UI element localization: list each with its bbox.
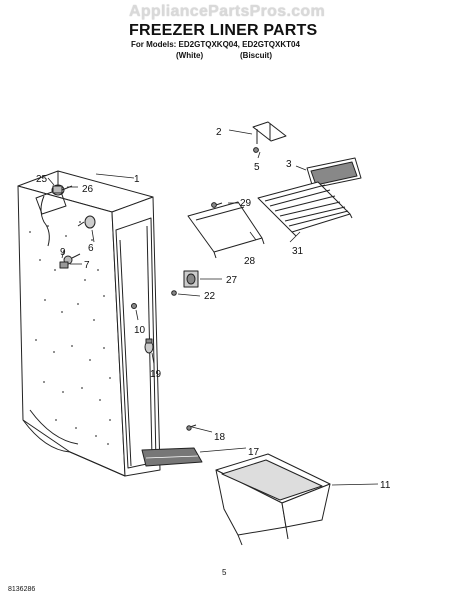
screw-22 [171, 290, 177, 296]
callout-2: 2 [216, 127, 222, 138]
callout-22: 22 [204, 291, 216, 302]
callout-10: 10 [134, 325, 146, 336]
screw-29 [211, 202, 223, 208]
callout-31: 31 [292, 246, 304, 257]
light-bulb-19 [144, 338, 154, 354]
shelf-bracket-2 [252, 121, 287, 153]
freezer-liner [17, 170, 161, 477]
light-switch-27 [183, 270, 199, 288]
watermark: AppliancePartsPros.com [129, 3, 325, 20]
damper-part [77, 215, 96, 229]
thermostat-parts [59, 253, 81, 269]
callout-5: 5 [254, 162, 260, 173]
callout-26: 26 [82, 184, 94, 195]
screw-18 [186, 424, 197, 431]
callout-labels: 1 2 3 5 6 7 9 10 11 17 18 19 22 25 26 27… [36, 127, 391, 491]
callout-17: 17 [248, 447, 260, 458]
callout-1: 1 [134, 174, 140, 185]
shelf-rail-28 [187, 201, 265, 259]
document-code: 8136286 [8, 586, 36, 593]
wire-shelf-31 [257, 181, 353, 237]
screw-10 [131, 303, 137, 309]
ice-bin-11 [215, 453, 331, 546]
variant-white: (White) [176, 51, 204, 60]
panel-3 [306, 157, 362, 189]
callout-19: 19 [150, 369, 162, 380]
kick-plate-17 [141, 447, 203, 467]
page-title: FREEZER LINER PARTS [129, 22, 318, 39]
callout-28: 28 [244, 256, 256, 267]
light-socket-assembly [40, 184, 73, 247]
callout-6: 6 [88, 243, 94, 254]
callout-7: 7 [84, 260, 90, 271]
models-line: For Models: ED2GTQXKQ04, ED2GTQXKT04 [131, 40, 300, 49]
callout-29: 29 [240, 198, 252, 209]
callout-25: 25 [36, 174, 48, 185]
callout-9: 9 [60, 247, 66, 258]
callout-3: 3 [286, 159, 292, 170]
page-number: 5 [222, 568, 227, 577]
callout-18: 18 [214, 432, 226, 443]
callout-27: 27 [226, 275, 238, 286]
callout-11: 11 [380, 480, 391, 491]
variant-biscuit: (Biscuit) [240, 51, 272, 60]
